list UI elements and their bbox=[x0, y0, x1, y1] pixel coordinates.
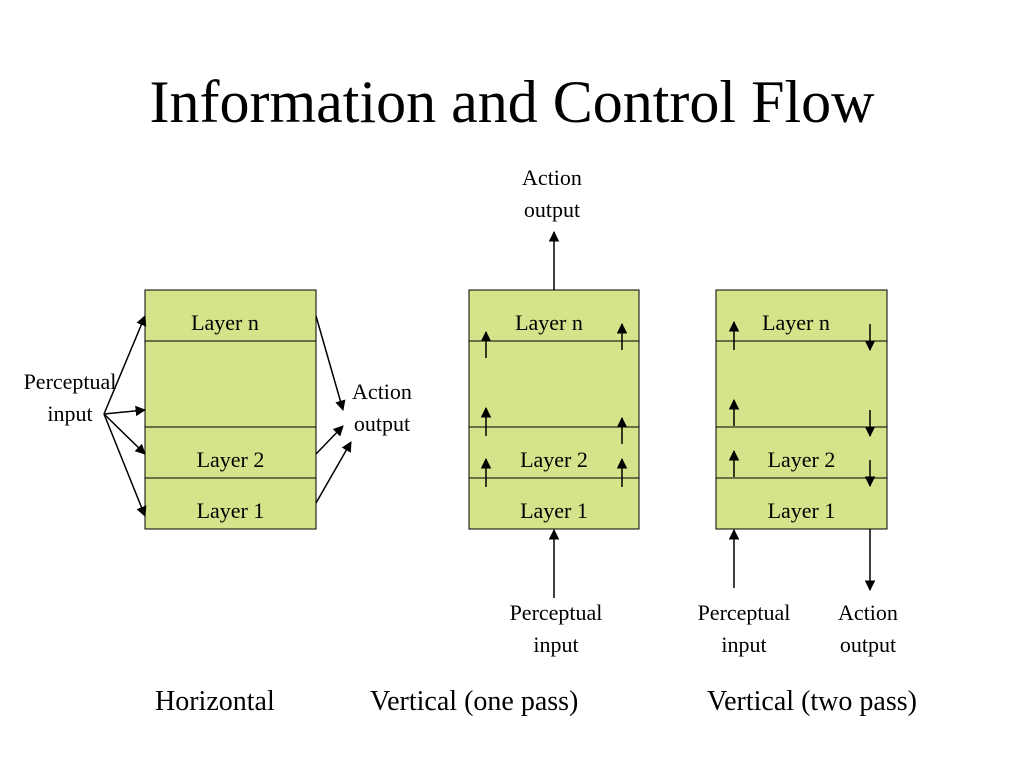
vertical-two-pass-arrows bbox=[728, 320, 876, 592]
one-pass-layer-2-label: Layer 2 bbox=[520, 447, 588, 472]
vertical-two-pass-layer-stack bbox=[715, 289, 888, 530]
slide-title: Information and Control Flow bbox=[149, 69, 875, 135]
vertical-one-pass-layer-stack bbox=[468, 289, 640, 530]
caption-horizontal: Horizontal bbox=[155, 686, 275, 717]
one-pass-layer-n-label: Layer n bbox=[515, 310, 583, 335]
horizontal-layer-stack bbox=[144, 289, 317, 530]
horizontal-layer-n-label: Layer n bbox=[191, 310, 259, 335]
caption-vertical-one-pass: Vertical (one pass) bbox=[370, 686, 579, 717]
horizontal-layer-2-label: Layer 2 bbox=[196, 447, 265, 472]
one-pass-action-output-label: Action output bbox=[522, 165, 582, 222]
caption-vertical-two-pass: Vertical (two pass) bbox=[707, 686, 917, 717]
two-pass-perceptual-input-label: Perceptual input bbox=[697, 600, 791, 657]
two-pass-action-output-label: Action output bbox=[838, 600, 898, 657]
horizontal-input-arrows bbox=[103, 315, 147, 517]
horizontal-layer-1-label: Layer 1 bbox=[196, 498, 265, 523]
one-pass-perceptual-input-label: Perceptual input bbox=[509, 600, 603, 657]
two-pass-layer-1-label: Layer 1 bbox=[767, 498, 836, 523]
two-pass-layer-n-label: Layer n bbox=[762, 310, 830, 335]
two-pass-layer-2-label: Layer 2 bbox=[767, 447, 836, 472]
horizontal-perceptual-input-label: Perceptual input bbox=[23, 369, 117, 426]
vertical-one-pass-arrows bbox=[480, 230, 628, 598]
one-pass-layer-1-label: Layer 1 bbox=[520, 498, 588, 523]
horizontal-output-arrows bbox=[315, 315, 352, 504]
horizontal-action-output-label: Action output bbox=[352, 379, 412, 436]
